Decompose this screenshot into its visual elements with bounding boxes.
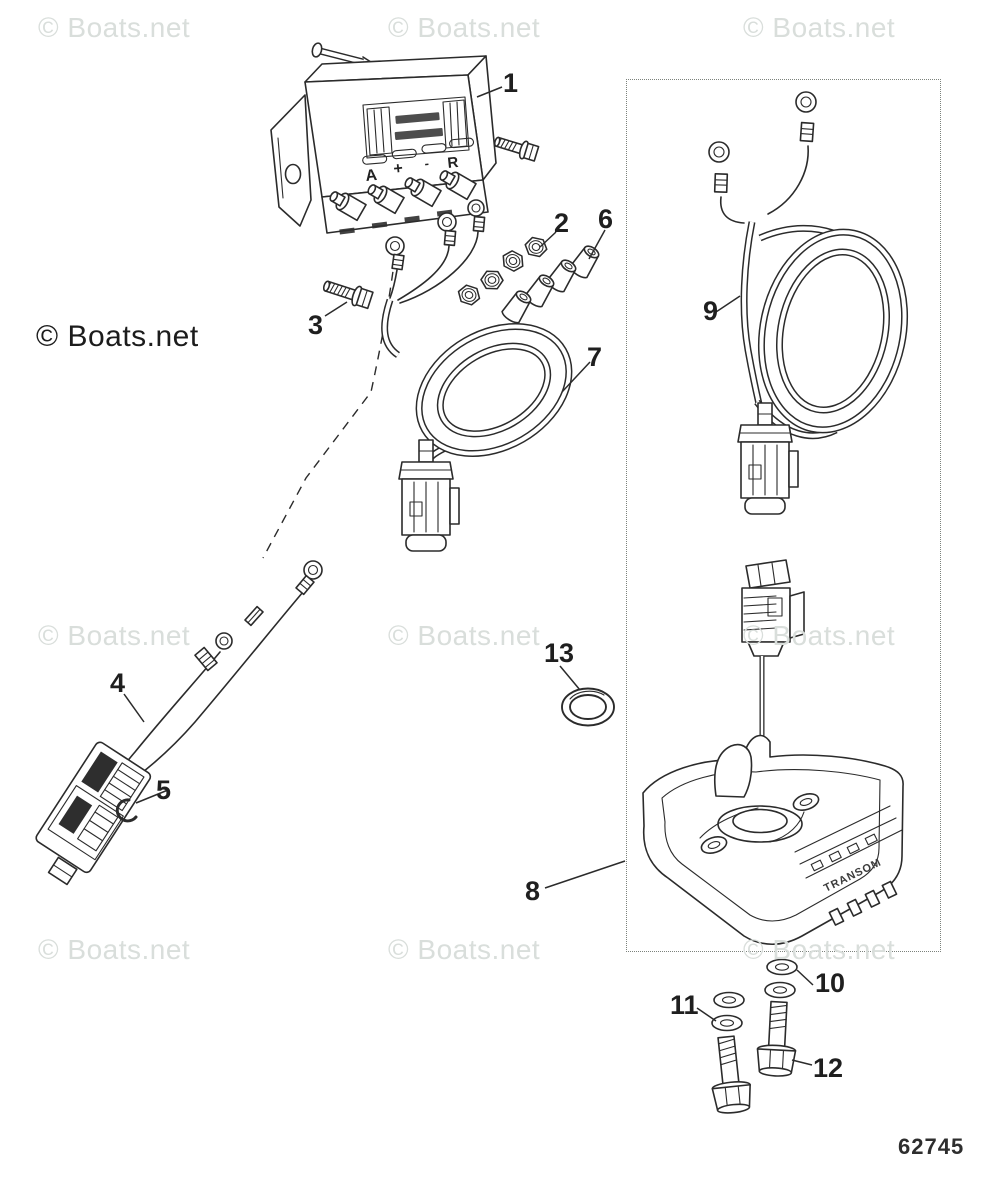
callout-6: 6	[598, 204, 614, 234]
callout-3: 3	[308, 310, 324, 340]
diagram-number: 62745	[898, 1134, 965, 1159]
callout-7: 7	[587, 342, 603, 372]
terminal-label-plus: +	[393, 160, 404, 178]
washers-art	[711, 958, 798, 1032]
retainer-clip-art	[115, 798, 138, 823]
callout-2: 2	[554, 208, 570, 238]
callout-leader-lines	[123, 86, 814, 1066]
callout-8: 8	[525, 876, 541, 906]
terminal-label-minus: -	[424, 156, 430, 171]
callout-10: 10	[815, 968, 846, 998]
anode-lead-art	[35, 560, 323, 886]
boats-net-watermark: © Boats.net	[388, 620, 541, 651]
controller-module-art: A + - R	[270, 42, 497, 235]
callout-4: 4	[110, 668, 126, 698]
boats-net-watermark: © Boats.net	[38, 934, 191, 965]
electrode-harness-art	[708, 91, 909, 515]
callout-11: 11	[670, 990, 699, 1020]
electrode-harness-connector	[737, 402, 799, 515]
module-bolt-art	[493, 136, 540, 162]
anode-connector	[35, 741, 152, 886]
callout-5: 5	[156, 775, 172, 805]
harness-connector	[398, 439, 460, 552]
callout-13: 13	[544, 638, 575, 668]
callout-12: 12	[813, 1053, 844, 1083]
boats-net-watermark: © Boats.net	[743, 934, 896, 965]
rail-slots	[810, 833, 878, 872]
callout-1: 1	[503, 68, 519, 98]
mounting-bolts-art	[711, 1000, 797, 1114]
terminal-label-a: A	[365, 167, 379, 185]
bracket-feet	[828, 880, 898, 926]
controller-harness-art	[381, 199, 573, 552]
terminal-label-r: R	[447, 154, 460, 172]
boats-net-watermark: © Boats.net	[743, 620, 896, 651]
callout-9: 9	[703, 296, 719, 326]
electrode-bracket-art: TRANSOM	[642, 559, 904, 946]
o-ring-art	[561, 687, 615, 727]
hex-nuts-art	[457, 236, 548, 306]
boats-net-watermark: © Boats.net	[38, 620, 191, 651]
boats-net-watermark: © Boats.net	[388, 12, 541, 43]
terminal-boots-art	[501, 245, 600, 324]
mounting-bolt-art	[322, 280, 374, 310]
terminal-studs	[329, 170, 477, 222]
boats-net-watermark-dark: © Boats.net	[36, 320, 199, 353]
boats-net-watermark: © Boats.net	[38, 12, 191, 43]
electrode-harness-coil	[757, 228, 909, 434]
sub-assembly-box	[626, 79, 941, 952]
boats-net-watermark: © Boats.net	[388, 934, 541, 965]
boats-net-watermark: © Boats.net	[743, 12, 896, 43]
harness-coil	[415, 322, 573, 458]
